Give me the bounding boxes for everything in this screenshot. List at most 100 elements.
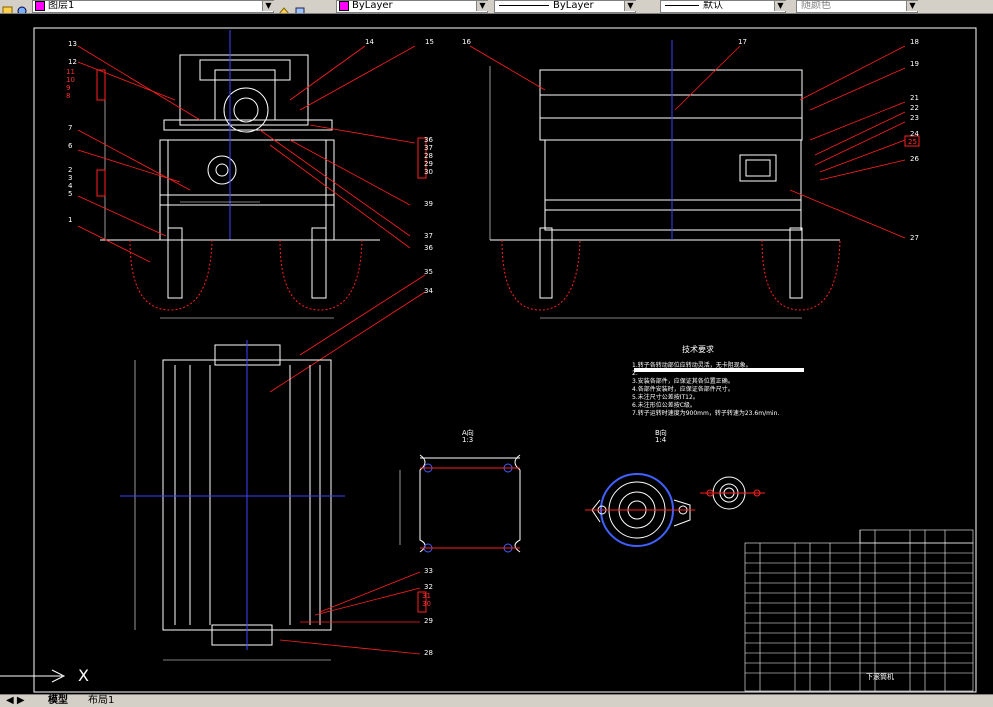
linetype-label: ByLayer <box>553 0 594 11</box>
plan-leaders <box>279 571 421 655</box>
balloon: 24 <box>910 130 919 138</box>
balloon: 36 <box>424 244 433 252</box>
balloon: 18 <box>910 38 919 46</box>
plotstyle-dropdown-arrow-icon[interactable]: ▼ <box>906 1 918 11</box>
plotstyle-label: 随颜色 <box>801 0 831 11</box>
balloon: 22 <box>910 104 919 112</box>
side-callout-boxes <box>904 135 920 147</box>
color-swatch <box>339 1 349 11</box>
lineweight-dropdown-arrow-icon[interactable]: ▼ <box>774 1 786 11</box>
balloon: 25 <box>908 138 917 146</box>
balloon: 15 <box>425 38 434 46</box>
layout-tabs: ◀ ▶ 模型 布局1 <box>0 694 993 707</box>
drawing-svg <box>33 27 977 693</box>
side-leaders <box>469 45 906 239</box>
tech-line: 5.未注尺寸公差按IT12。 <box>632 394 699 401</box>
title-block <box>744 529 974 692</box>
plotstyle-control[interactable]: 随颜色 <box>796 0 918 13</box>
balloon: 9 <box>66 84 71 92</box>
balloon: 26 <box>910 155 919 163</box>
balloon: 10 <box>66 76 75 84</box>
balloon: 30 <box>422 600 431 608</box>
balloon: 16 <box>462 38 471 46</box>
balloon: 36 <box>424 136 433 144</box>
ucs-icon: X <box>0 664 100 690</box>
balloon: 35 <box>424 268 433 276</box>
front-foundations <box>129 239 363 311</box>
lineweight-sample <box>665 4 699 6</box>
view-a <box>399 454 521 553</box>
balloon: 34 <box>424 287 433 295</box>
balloon: 7 <box>68 124 73 132</box>
front-callout-boxes <box>96 69 427 197</box>
front-view <box>100 30 380 299</box>
tab-layout1[interactable]: 布局1 <box>88 695 115 706</box>
balloon: 6 <box>68 142 73 150</box>
tech-requirements: 1.转子各转动部位应转动灵活，无卡阻现象。 2. 3.安装各部件，应保证其各位置… <box>632 362 852 418</box>
balloon: 14 <box>365 38 374 46</box>
plan-view <box>134 344 332 661</box>
balloon: 32 <box>424 583 433 591</box>
view-b-label: B向 <box>655 429 667 437</box>
balloon: 37 <box>424 232 433 240</box>
layer-dropdown[interactable]: 图层1 <box>32 0 274 13</box>
view-a-label: A向 <box>462 429 474 437</box>
balloon: 8 <box>66 92 71 100</box>
tech-line: 1.转子各转动部位应转动灵活，无卡阻现象。 <box>632 362 752 369</box>
balloon: 30 <box>424 168 433 176</box>
balloon: 28 <box>424 649 433 657</box>
balloon: 4 <box>68 182 73 190</box>
linetype-sample <box>499 4 549 6</box>
balloon: 29 <box>424 617 433 625</box>
balloon: 12 <box>68 58 77 66</box>
tech-requirements-title: 技术要求 <box>682 345 714 354</box>
view-a-bolts <box>420 463 520 553</box>
balloon: 39 <box>424 200 433 208</box>
plan-centerlines <box>120 340 345 650</box>
view-b-scale: 1:4 <box>655 436 667 444</box>
tech-line: 3.安装各部件，应保证其各位置正确。 <box>632 378 734 385</box>
balloon: 17 <box>738 38 747 46</box>
balloon: 33 <box>424 567 433 575</box>
title-block-name: 下滚筒机 <box>866 673 894 681</box>
view-a-scale: 1:3 <box>462 436 474 444</box>
side-foundations <box>501 239 841 311</box>
balloon: 37 <box>424 144 433 152</box>
tab-nav-arrows[interactable]: ◀ ▶ <box>6 695 25 706</box>
balloon: 13 <box>68 40 77 48</box>
tech-line: 4.各部件安装时，应保证各部件尺寸。 <box>632 386 734 393</box>
layer-previous-icon[interactable] <box>294 1 306 13</box>
layer-color-swatch <box>35 1 45 11</box>
color-control[interactable]: ByLayer <box>336 0 488 13</box>
side-view <box>489 40 840 319</box>
ucs-x-label: X <box>78 666 89 685</box>
tech-line: 7.转子运转时速度为900mm，转子转速为23.6m/min. <box>632 410 780 417</box>
lineweight-label: 默认 <box>703 0 723 11</box>
tech-line: 6.未注形位公差按C级。 <box>632 402 696 409</box>
layer-state-icon[interactable] <box>16 1 28 13</box>
make-current-layer-icon[interactable] <box>278 1 290 13</box>
layer-manager-icon[interactable] <box>2 1 14 13</box>
lineweight-control[interactable]: 默认 <box>660 0 786 13</box>
color-dropdown-arrow-icon[interactable]: ▼ <box>476 1 488 11</box>
balloon: 23 <box>910 114 919 122</box>
balloon: 19 <box>910 60 919 68</box>
balloon: 27 <box>910 234 919 242</box>
tab-model[interactable]: 模型 <box>48 695 68 706</box>
linetype-dropdown-arrow-icon[interactable]: ▼ <box>624 1 636 11</box>
balloon: 29 <box>424 160 433 168</box>
balloon: 31 <box>422 592 431 600</box>
plan-callout-boxes <box>417 591 427 613</box>
balloon: 1 <box>68 216 73 224</box>
balloon: 5 <box>68 190 73 198</box>
balloon: 21 <box>910 94 919 102</box>
front-leaders <box>77 45 426 393</box>
properties-toolbar: 图层1 ▼ ByLayer ▼ ByLayer ▼ 默认 ▼ 随颜色 ▼ <box>0 0 993 14</box>
drawing-canvas[interactable] <box>0 14 993 694</box>
layer-dropdown-arrow-icon[interactable]: ▼ <box>262 1 274 11</box>
color-label: ByLayer <box>352 0 393 11</box>
linetype-control[interactable]: ByLayer <box>494 0 636 13</box>
balloon: 2 <box>68 166 73 174</box>
balloon: 3 <box>68 174 73 182</box>
view-b <box>585 473 765 547</box>
